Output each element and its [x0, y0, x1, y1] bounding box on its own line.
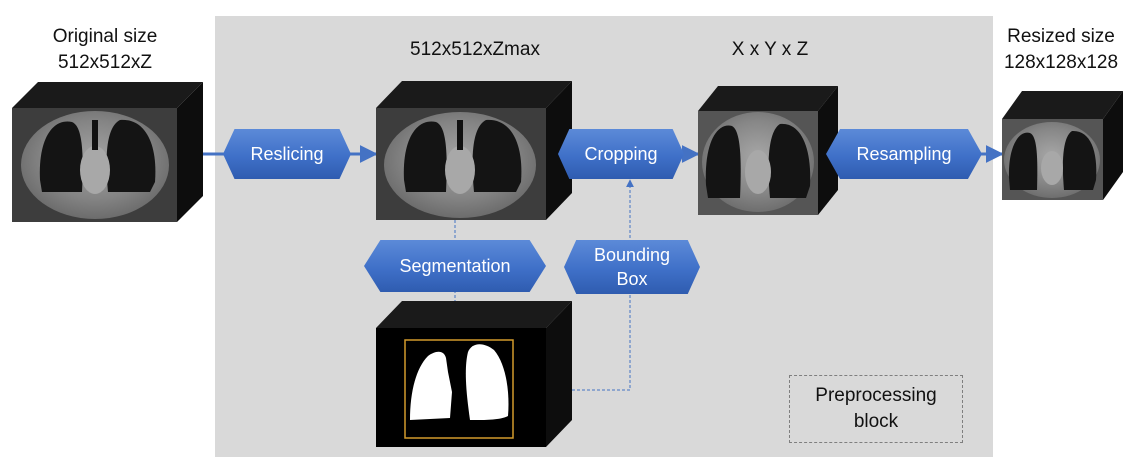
right-lung-mask [465, 344, 509, 420]
original-size-label: Original size 512x512xZ [52, 26, 158, 73]
resampling-step: Resampling [826, 129, 982, 179]
resliced-size-label: 512x512xZmax [410, 39, 540, 60]
reslicing-step: Reslicing [223, 129, 351, 179]
original-volume-cube [12, 82, 203, 222]
preprocessing-label-line1: Preprocessing [815, 385, 937, 406]
resliced-volume-cube [376, 81, 572, 220]
cropped-size-label: X x Y x Z [731, 39, 809, 60]
segmentation-step: Segmentation [364, 240, 546, 292]
cropping-step: Cropping [558, 129, 684, 179]
preprocessing-label-line2: block [853, 411, 899, 432]
preprocessing-block-legend: Preprocessing block [789, 375, 963, 443]
left-lung-mask [410, 351, 452, 420]
cropped-volume-cube [698, 86, 838, 215]
resized-size-label: Resized size 128x128x128 [1003, 26, 1119, 73]
resized-volume-cube [1002, 91, 1123, 200]
segmentation-mask-cube [376, 301, 572, 447]
preprocessing-block-background [215, 16, 993, 457]
bounding-box-outline [404, 339, 514, 439]
bounding-box-step: Bounding Box [564, 240, 700, 294]
